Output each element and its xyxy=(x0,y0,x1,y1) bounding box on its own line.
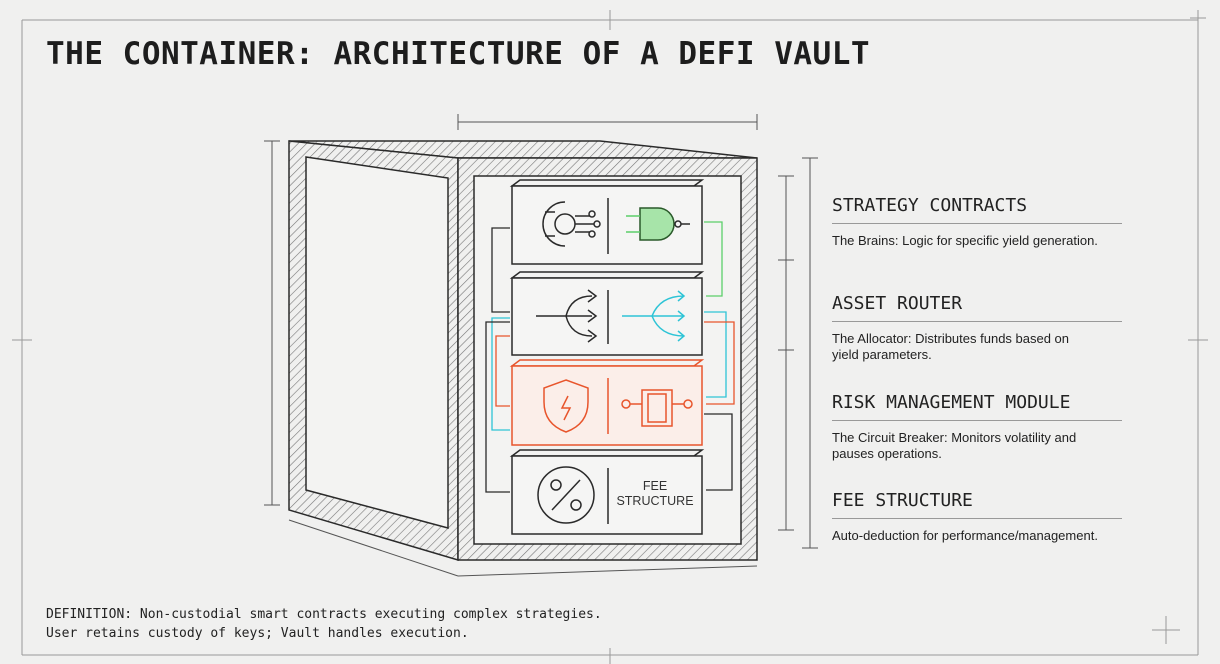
risk-module xyxy=(509,359,705,446)
label-description: Auto-deduction for performance/managemen… xyxy=(832,528,1098,543)
modules xyxy=(509,179,705,535)
fanout-arrows-icon xyxy=(622,290,686,342)
label-description: The Allocator: Distributes funds based o… xyxy=(832,331,1070,362)
label-heading: ASSET ROUTER xyxy=(832,293,1122,322)
label-asset-router: ASSET ROUTER The Allocator: Distributes … xyxy=(832,293,1122,363)
label-fee-structure: FEE STRUCTURE Auto-deduction for perform… xyxy=(832,490,1122,544)
percent-icon xyxy=(537,466,595,524)
label-description: The Circuit Breaker: Monitors volatility… xyxy=(832,430,1077,461)
fee-module xyxy=(509,449,705,535)
label-heading: RISK MANAGEMENT MODULE xyxy=(832,392,1122,421)
shield-lightning-icon xyxy=(543,379,589,433)
flow-arrows xyxy=(485,221,735,493)
router-module xyxy=(509,271,705,356)
definition-line2: User retains custody of keys; Vault hand… xyxy=(46,626,469,641)
label-heading: STRATEGY CONTRACTS xyxy=(832,195,1122,224)
logic-gate-icon xyxy=(626,207,690,241)
page-title: THE CONTAINER: ARCHITECTURE OF A DEFI VA… xyxy=(46,36,871,72)
fee-module-label-line2: STRUCTURE xyxy=(616,494,693,508)
split-arrows-icon xyxy=(536,289,598,343)
label-risk-management: RISK MANAGEMENT MODULE The Circuit Break… xyxy=(832,392,1122,462)
fee-module-label-line1: FEE xyxy=(643,479,667,493)
label-strategy-contracts: STRATEGY CONTRACTS The Brains: Logic for… xyxy=(832,195,1122,249)
label-heading: FEE STRUCTURE xyxy=(832,490,1122,519)
label-description: The Brains: Logic for specific yield gen… xyxy=(832,233,1098,248)
dimension-lines xyxy=(264,114,818,577)
definition-note: DEFINITION: Non-custodial smart contract… xyxy=(46,605,602,643)
strategy-module xyxy=(509,179,705,265)
definition-line1: DEFINITION: Non-custodial smart contract… xyxy=(46,607,602,622)
gear-circuit-icon xyxy=(542,201,601,247)
frame-lines xyxy=(12,10,1208,664)
circuit-breaker-switch-icon xyxy=(621,389,693,427)
